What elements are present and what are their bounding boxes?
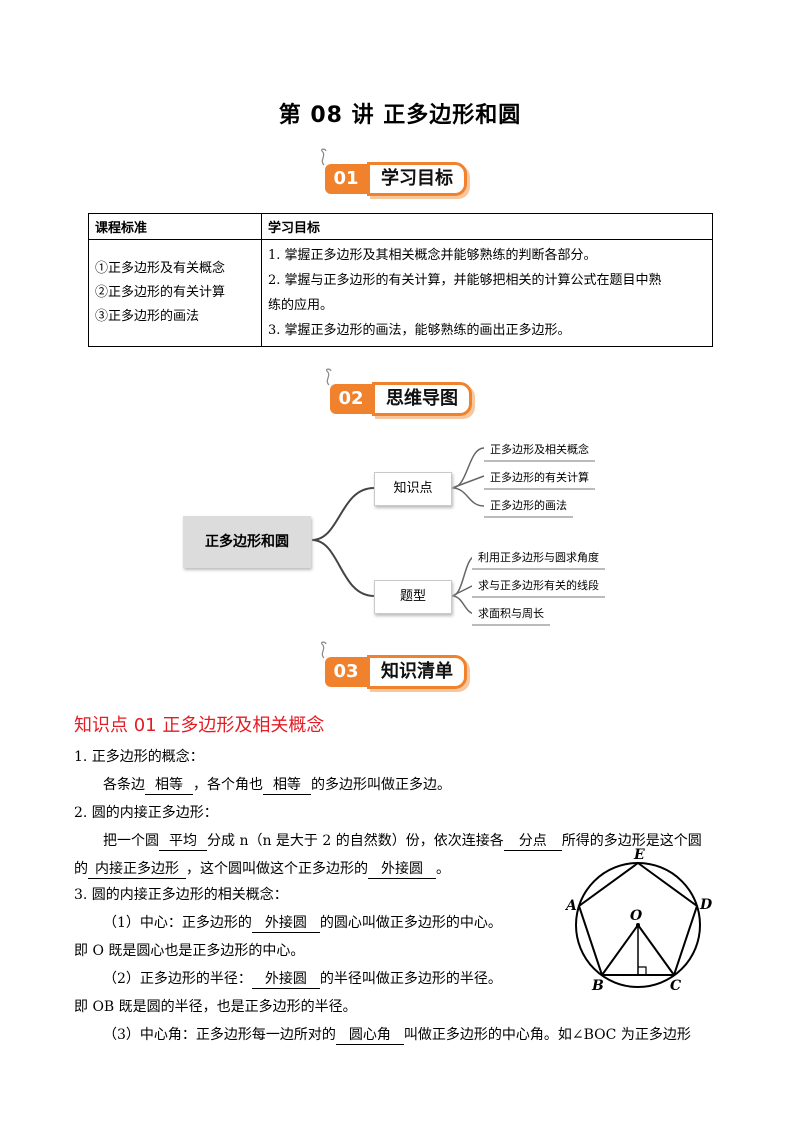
badge-number: 03	[325, 657, 367, 687]
objective-item: 3. 掌握正多边形的画法，能够熟练的画出正多边形。	[268, 323, 571, 338]
mindmap-leaf: 利用正多边形与圆求角度	[472, 546, 605, 570]
objective-item: 1. 掌握正多边形及其相关概念并能够熟练的判断各部分。	[268, 248, 597, 263]
badge-label: 学习目标	[367, 162, 467, 196]
mindmap-leaf: 正多边形的画法	[484, 494, 573, 518]
label-A: A	[564, 898, 577, 914]
swirl-icon	[320, 641, 327, 659]
mindmap-leaf: 求与正多边形有关的线段	[472, 574, 605, 598]
standard-item: ③正多边形的画法	[95, 309, 200, 324]
objective-item: 练的应用。	[268, 298, 334, 313]
text-line: 2. 圆的内接正多边形：	[74, 805, 218, 821]
label-D: D	[699, 897, 713, 913]
standards-cell: ①正多边形及有关概念 ②正多边形的有关计算 ③正多边形的画法	[88, 239, 262, 347]
goals-table: 课程标准 学习目标 ①正多边形及有关概念 ②正多边形的有关计算 ③正多边形的画法…	[88, 213, 713, 347]
mindmap-leaf: 正多边形及相关概念	[484, 438, 595, 462]
text-line: 把一个圆平均分成 n（n 是大于 2 的自然数）份，依次连接各分点所得的多边形是…	[103, 830, 702, 851]
mindmap-leaf: 求面积与周长	[472, 602, 550, 626]
text-line: 的内接正多边形，这个圆叫做这个正多边形的外接圆。	[74, 858, 450, 879]
text-line: 即 O 既是圆心也是正多边形的中心。	[74, 943, 305, 959]
section-badge-knowledge: 03 知识清单	[320, 641, 475, 689]
label-C: C	[670, 978, 681, 994]
text-line: 各条边相等，各个角也相等的多边形叫做正多边。	[103, 774, 451, 795]
text-line: （3）中心角：正多边形每一边所对的圆心角叫做正多边形的中心角。如∠BOC 为正多…	[103, 1024, 691, 1045]
badge-label: 思维导图	[372, 382, 472, 416]
label-B: B	[591, 978, 604, 994]
mindmap-center: 正多边形和圆	[183, 516, 311, 568]
badge-number: 02	[330, 384, 372, 414]
badge-label: 知识清单	[367, 655, 467, 689]
table-header-standard: 课程标准	[88, 213, 262, 240]
badge-number: 01	[325, 164, 367, 194]
text-line: 1. 正多边形的概念：	[74, 749, 204, 765]
text-line: （1）中心：正多边形的外接圆的圆心叫做正多边形的中心。	[103, 912, 502, 933]
objectives-cell: 1. 掌握正多边形及其相关概念并能够熟练的判断各部分。 2. 掌握与正多边形的有…	[261, 239, 713, 347]
pentagon-in-circle-figure: E A D O B C	[564, 847, 713, 994]
label-E: E	[633, 847, 645, 863]
standard-item: ②正多边形的有关计算	[95, 285, 226, 300]
table-header-objective: 学习目标	[261, 213, 713, 240]
knowledge-heading: 知识点 01 正多边形及相关概念	[74, 715, 325, 736]
objective-item: 2. 掌握与正多边形的有关计算，并能够把相关的计算公式在题目中熟	[268, 273, 662, 288]
mindmap-branch-knowledge: 知识点	[374, 472, 452, 506]
swirl-icon	[320, 148, 327, 166]
swirl-icon	[325, 368, 332, 386]
text-line: 即 OB 既是圆的半径，也是正多边形的半径。	[74, 999, 357, 1015]
mindmap-branch-types: 题型	[374, 580, 452, 614]
section-badge-goals: 01 学习目标	[320, 148, 475, 196]
text-line: 3. 圆的内接正多边形的相关概念：	[74, 887, 288, 903]
page-title: 第 08 讲 正多边形和圆	[278, 103, 522, 128]
label-O: O	[630, 908, 643, 924]
mindmap-leaf: 正多边形的有关计算	[484, 466, 595, 490]
text-line: （2）正多边形的半径：外接圆的半径叫做正多边形的半径。	[103, 968, 502, 989]
standard-item: ①正多边形及有关概念	[95, 261, 226, 276]
section-badge-mindmap: 02 思维导图	[325, 368, 480, 416]
